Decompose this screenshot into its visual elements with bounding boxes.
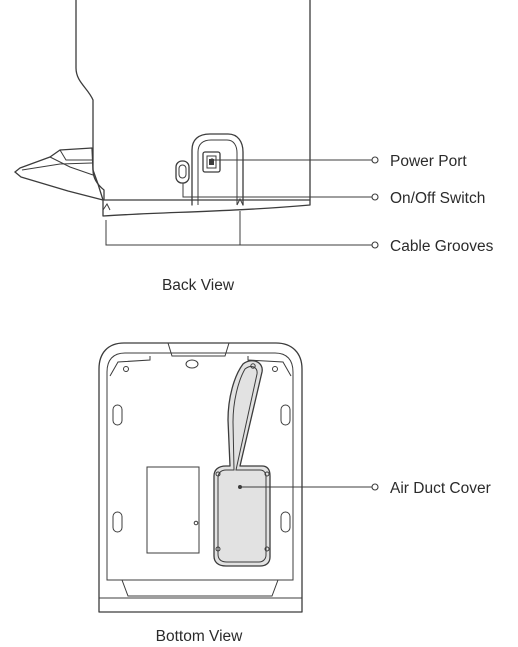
side-slot-upper-right: [280, 404, 291, 426]
power-port-leader-end: [371, 156, 379, 164]
bottom-panel: [146, 466, 200, 554]
panel-screw: [193, 520, 199, 526]
power-port-inner: [206, 155, 217, 169]
corner-bracket-left: [109, 356, 151, 377]
port-housing: [191, 133, 244, 206]
duct-screw-mid-right: [264, 471, 270, 477]
power-port-icon: [202, 151, 221, 173]
ramp-edge: [14, 171, 104, 201]
tray-outer: [98, 342, 303, 613]
cable-grooves-leader-end: [371, 241, 379, 249]
cable-groove-right: [236, 197, 244, 206]
bottom-view-drawing: [98, 342, 303, 613]
air-duct-leader-end: [371, 483, 379, 491]
corner-screw-left: [123, 366, 129, 372]
corner-bracket-right: [247, 356, 292, 377]
switch-housing: [175, 160, 190, 184]
air-duct-cover-shape: [213, 360, 271, 567]
bottom-view-leaders: [238, 483, 379, 491]
side-slot-lower-left: [112, 511, 123, 533]
side-slot-lower-right: [280, 511, 291, 533]
label-power-port: Power Port: [390, 153, 467, 170]
label-cable-grooves: Cable Grooves: [390, 238, 494, 255]
cable-grooves-leader: [105, 211, 372, 246]
tray-top-notch: [167, 342, 230, 357]
ramp-ridge: [49, 156, 94, 176]
duct-screw-top: [250, 363, 256, 369]
air-duct-cover-inner: [217, 366, 267, 563]
power-port-pins: [209, 159, 214, 165]
switch-toggle: [178, 164, 187, 179]
base-station-body: [75, 0, 311, 201]
port-housing-inner: [197, 139, 238, 205]
switch-leader: [182, 183, 372, 198]
ramp-ridge-2: [59, 149, 92, 161]
cable-groove-left: [102, 203, 111, 211]
duct-screw-bottom-left: [215, 546, 221, 552]
side-slot-upper-left: [112, 404, 123, 426]
tray-bottom-lip: [107, 579, 293, 597]
caption-back-view: Back View: [162, 277, 235, 294]
duct-screw-bottom-right: [264, 546, 270, 552]
label-on-off-switch: On/Off Switch: [390, 190, 485, 207]
back-view-drawing: [14, 0, 311, 217]
ramp-inner-line: [21, 162, 93, 171]
top-slot: [185, 359, 199, 369]
back-view-leaders: [105, 156, 379, 249]
base-ramp: [14, 147, 311, 217]
caption-bottom-view: Bottom View: [156, 628, 244, 645]
corner-screw-right: [272, 366, 278, 372]
switch-leader-end: [371, 193, 379, 201]
duct-screw-mid-left: [215, 471, 221, 477]
label-air-duct-cover: Air Duct Cover: [390, 480, 491, 497]
